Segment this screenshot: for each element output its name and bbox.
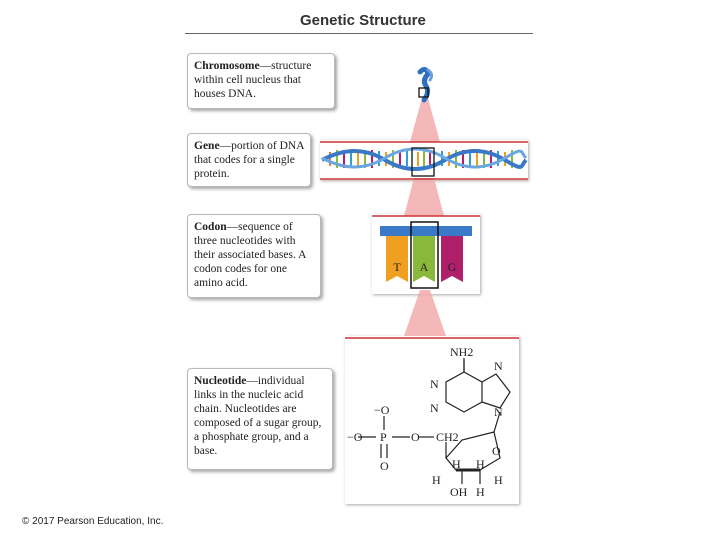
- ring-oxygen-label: O: [492, 444, 501, 458]
- phosphate-o-bottom: O: [380, 459, 389, 473]
- title-rule: [185, 33, 533, 34]
- n3-label: N: [430, 401, 439, 415]
- n7-label: N: [494, 359, 503, 373]
- codon-icon: [372, 215, 480, 289]
- base-a-label: A: [420, 260, 429, 274]
- zoom-beam-1: [410, 98, 440, 142]
- codon-box: Codon—sequence of three nucleotides with…: [187, 214, 321, 298]
- phosphate-o-top: −O: [374, 403, 390, 417]
- gene-term: Gene: [194, 140, 220, 152]
- nucleotide-panel: [345, 336, 519, 504]
- copyright-notice: © 2017 Pearson Education, Inc.: [22, 516, 164, 527]
- chromosome-desc: —structure within cell nucleus that hous…: [194, 60, 312, 100]
- oh-label: OH: [450, 485, 468, 499]
- nucleotide-term: Nucleotide: [194, 375, 247, 387]
- sugar-h5: H: [476, 485, 485, 499]
- phosphorus-label: P: [380, 430, 387, 444]
- ch2-label: CH2: [436, 430, 459, 444]
- nh2-label: NH2: [450, 345, 473, 359]
- base-g-label: G: [448, 260, 457, 274]
- nucleotide-desc: —individual links in the nucleic acid ch…: [194, 375, 322, 457]
- gene-box: Gene—portion of DNA that codes for a sin…: [187, 133, 311, 187]
- phosphate-o-left: −O: [347, 430, 363, 444]
- sugar-h4: H: [494, 473, 503, 487]
- zoom-beam-3: [404, 290, 446, 336]
- sugar-h3: H: [432, 473, 441, 487]
- bridge-oxygen-label: O: [411, 430, 420, 444]
- zoom-beam-2: [404, 178, 444, 216]
- nucleotide-structure: [358, 358, 511, 484]
- codon-term: Codon: [194, 221, 227, 233]
- nucleotide-box: Nucleotide—individual links in the nucle…: [187, 368, 333, 470]
- chromosome-term: Chromosome: [194, 60, 260, 72]
- sugar-h1: H: [452, 457, 461, 471]
- sugar-h2: H: [476, 457, 485, 471]
- chromosome-icon: [417, 66, 434, 103]
- gene-desc: —portion of DNA that codes for a single …: [194, 140, 304, 180]
- chromosome-box: Chromosome—structure within cell nucleus…: [187, 53, 335, 109]
- n1-label: N: [430, 377, 439, 391]
- figure-title: Genetic Structure: [300, 12, 426, 29]
- dna-helix-icon: [320, 141, 528, 180]
- codon-desc: —sequence of three nucleotides with thei…: [194, 221, 306, 289]
- n9-label: N: [494, 405, 503, 419]
- base-t-label: T: [393, 260, 401, 274]
